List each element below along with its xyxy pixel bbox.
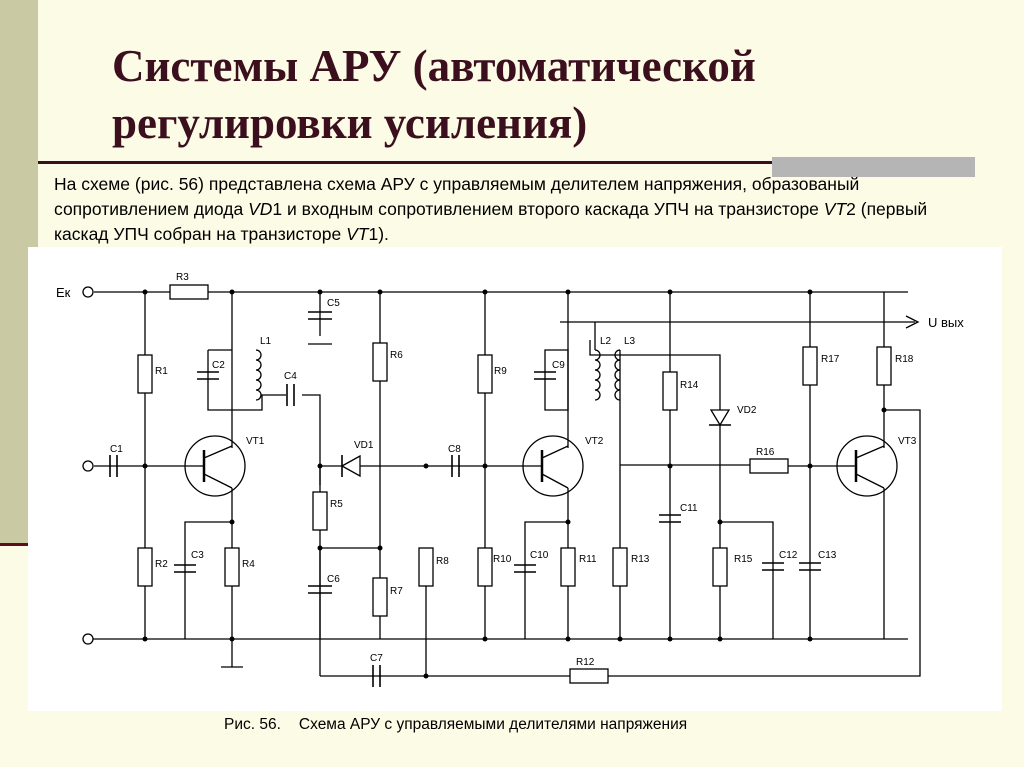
label-r3: R3	[176, 272, 189, 283]
inductor-l3	[614, 349, 621, 401]
label-uvyh: U вых	[928, 315, 964, 330]
label-c12: C12	[779, 550, 798, 561]
label-r1: R1	[155, 366, 168, 377]
resistor-r13	[612, 547, 628, 587]
resistor-r5	[312, 491, 328, 531]
transistor-vt3	[836, 435, 898, 497]
label-r5: R5	[330, 499, 343, 510]
resistor-r6	[372, 342, 388, 382]
resistor-r4	[224, 547, 240, 587]
circuit-diagram-panel: Ек U вых R1 R2 R3 R4 R5 R6 R7 R8 R9 R10 …	[28, 247, 1002, 711]
label-r7: R7	[390, 586, 403, 597]
label-r9: R9	[494, 366, 507, 377]
inductor-l2	[594, 349, 601, 401]
label-c10: C10	[530, 550, 549, 561]
resistor-r3	[169, 284, 209, 300]
left-decor-line	[0, 543, 38, 546]
label-r18: R18	[895, 354, 914, 365]
title-underline-accent	[772, 157, 975, 177]
resistor-r1	[137, 354, 153, 394]
resistor-r15	[712, 547, 728, 587]
label-vd2: VD2	[737, 405, 757, 416]
resistor-r11	[560, 547, 576, 587]
label-vd1: VD1	[354, 440, 374, 451]
figure-caption: Рис. 56. Схема АРУ с управляемыми делител…	[224, 716, 844, 734]
label-c9: C9	[552, 360, 565, 371]
label-vt2: VT2	[585, 436, 604, 447]
label-c1: C1	[110, 444, 123, 455]
resistor-r2	[137, 547, 153, 587]
label-r8: R8	[436, 556, 449, 567]
label-r12: R12	[576, 657, 595, 668]
label-ek: Ек	[56, 285, 71, 300]
diode-vd2	[709, 409, 731, 427]
label-r11: R11	[579, 554, 597, 565]
label-r15: R15	[734, 554, 753, 565]
label-r2: R2	[155, 559, 168, 570]
label-r16: R16	[756, 447, 775, 458]
label-l1: L1	[260, 336, 272, 347]
resistor-r9	[477, 354, 493, 394]
figure-number: Рис. 56.	[224, 716, 281, 733]
slide-title: Системы АРУ (автоматической регулировки …	[112, 41, 756, 148]
label-c2: C2	[212, 360, 225, 371]
label-c5: C5	[327, 298, 340, 309]
label-vt3: VT3	[898, 436, 917, 447]
label-c11: C11	[680, 503, 698, 514]
slide-paragraph: На схеме (рис. 56) представлена схема АР…	[54, 174, 928, 244]
label-r14: R14	[680, 380, 699, 391]
transistor-vt1	[184, 435, 246, 497]
diode-vd1	[340, 454, 361, 478]
resistor-r14	[662, 371, 678, 411]
label-l3: L3	[624, 336, 636, 347]
label-c13: C13	[818, 550, 837, 561]
label-c7: C7	[370, 653, 383, 664]
label-r10: R10	[493, 554, 512, 565]
resistor-r10	[477, 547, 493, 587]
transistor-vt2	[522, 435, 584, 497]
label-c3: C3	[191, 550, 204, 561]
resistor-r8	[418, 547, 434, 587]
label-vt1: VT1	[246, 436, 265, 447]
circuit-schematic: Ек U вых R1 R2 R3 R4 R5 R6 R7 R8 R9 R10 …	[56, 272, 964, 687]
label-c6: C6	[327, 574, 340, 585]
inductor-l1	[255, 349, 262, 401]
label-r4: R4	[242, 559, 255, 570]
label-r13: R13	[631, 554, 650, 565]
label-l2: L2	[600, 336, 612, 347]
label-c4: C4	[284, 371, 297, 382]
figure-caption-text: Схема АРУ с управляемыми делителями напр…	[298, 716, 688, 733]
label-c8: C8	[448, 444, 461, 455]
resistor-r7	[372, 577, 388, 617]
label-r17: R17	[821, 354, 840, 365]
resistor-r17	[802, 346, 818, 386]
resistor-r18	[876, 346, 892, 386]
resistor-r12	[569, 668, 609, 684]
title-underline	[38, 161, 973, 164]
label-r6: R6	[390, 350, 403, 361]
resistor-r16	[749, 458, 789, 474]
